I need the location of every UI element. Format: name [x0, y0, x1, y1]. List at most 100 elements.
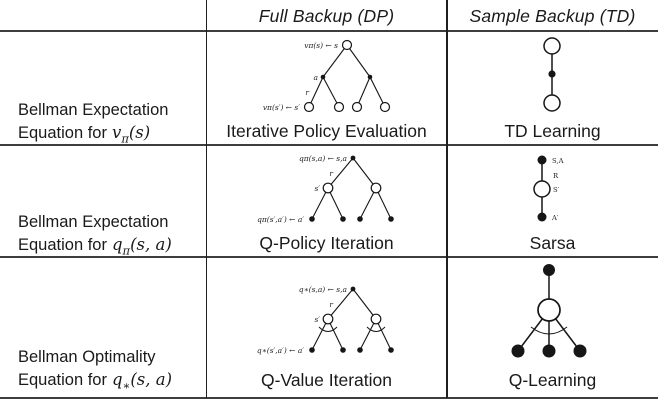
- state-label: s′: [314, 315, 320, 324]
- sarsa-backup-diagram: S,A R S′ A′: [533, 155, 564, 222]
- caption-sarsa: Sarsa: [529, 233, 576, 253]
- state-node: [543, 37, 561, 55]
- max-arc: [318, 326, 338, 332]
- qstar-tree-backup-diagram: q∗(s,a) ← s,a r s′ q∗(s′,a′) ← a′: [257, 285, 394, 355]
- column-header-sample-backup-td: Sample Backup (TD): [469, 6, 636, 26]
- action-node: [542, 344, 556, 358]
- reward-label: r: [329, 169, 333, 178]
- edge: [359, 187, 377, 220]
- edge: [308, 76, 324, 108]
- edge: [322, 76, 340, 108]
- caption-q-learning: Q-Learning: [508, 370, 597, 390]
- state-node: [543, 94, 561, 112]
- action-node: [350, 286, 356, 292]
- action-node: [511, 344, 525, 358]
- reward-label: R: [553, 172, 559, 180]
- action-node: [340, 347, 346, 353]
- action-node: [548, 70, 556, 78]
- math-sub: ∗: [122, 377, 131, 392]
- action-node: [320, 74, 326, 80]
- edge: [327, 157, 354, 189]
- math-v-pi-s: vπ(s): [111, 122, 151, 145]
- action-node: [340, 216, 346, 222]
- header-rule: [0, 30, 658, 33]
- math-sub: π: [122, 242, 131, 257]
- action-node: [309, 216, 315, 222]
- edge: [311, 187, 329, 220]
- action-node: [357, 347, 363, 353]
- caption-q-policy-iteration: Q-Policy Iteration: [259, 233, 394, 253]
- action-node: [573, 344, 587, 358]
- state-node: [322, 313, 334, 325]
- state-node: [533, 180, 551, 198]
- max-arc: [366, 326, 386, 332]
- row-label-line1: Bellman Expectation: [18, 213, 169, 231]
- row1-bottom-rule: [0, 144, 658, 147]
- qstar-root-label: q∗(s,a) ← s,a: [299, 285, 347, 294]
- v-leaf-label: vπ(s′) ← s′: [263, 103, 300, 112]
- column-divider-left: [205, 0, 207, 398]
- column-divider-right: [446, 0, 448, 398]
- edge: [352, 157, 377, 189]
- row2-bottom-rule: [0, 256, 658, 259]
- caption-q-value-iteration: Q-Value Iteration: [261, 370, 392, 390]
- action-node: [537, 155, 547, 165]
- qstar-leaf-label: q∗(s′,a′) ← a′: [257, 346, 304, 355]
- q-learning-backup-diagram: [511, 264, 587, 358]
- caption-td-learning: TD Learning: [504, 121, 601, 141]
- math-base: v: [111, 122, 122, 142]
- edge: [322, 44, 348, 78]
- table-bottom-rule: [0, 396, 658, 399]
- action-node: [388, 347, 394, 353]
- row-label-line1: Bellman Optimality: [18, 348, 156, 366]
- q-root-label: qπ(s,a) ← s,a: [299, 154, 347, 163]
- action-node: [367, 74, 373, 80]
- v-root-label: vπ(s) ← s: [304, 41, 338, 50]
- math-args: (s): [128, 122, 151, 142]
- action-node: [388, 216, 394, 222]
- math-sub: π: [121, 130, 129, 145]
- edge: [356, 76, 371, 108]
- math-args: (s, a): [130, 369, 173, 389]
- td-backup-diagram: [543, 37, 561, 112]
- edge: [375, 187, 392, 220]
- action-node: [309, 347, 315, 353]
- q-leaf-label: qπ(s′,a′) ← a′: [257, 215, 304, 224]
- action-label: A′: [551, 214, 559, 222]
- math-base: q: [111, 369, 123, 389]
- edge: [346, 44, 371, 78]
- state-node: [370, 313, 382, 325]
- column-header-full-backup-dp: Full Backup (DP): [258, 6, 395, 26]
- edge: [327, 187, 344, 220]
- reward-label: r: [329, 300, 333, 309]
- state-node: [322, 182, 334, 194]
- state-label: S′: [553, 186, 560, 194]
- row-label-line1: Bellman Expectation: [18, 101, 169, 119]
- sa-label: S,A: [552, 157, 564, 165]
- equation-for-text: Equation for: [18, 123, 107, 142]
- equation-for-text: Equation for: [18, 235, 107, 254]
- edge: [327, 288, 354, 320]
- action-label: a: [314, 73, 318, 82]
- edge: [311, 318, 329, 351]
- edge: [359, 318, 377, 351]
- edge: [369, 76, 386, 108]
- edge: [327, 318, 344, 351]
- math-base: q: [111, 234, 123, 254]
- math-args: (s, a): [130, 234, 172, 254]
- state-label: s′: [314, 184, 320, 193]
- state-node: [379, 101, 391, 113]
- edge: [352, 288, 377, 320]
- max-arc: [530, 326, 568, 335]
- action-node: [350, 155, 356, 161]
- math-q-pi-sa: qπ(s, a): [111, 234, 172, 257]
- q-tree-backup-diagram: qπ(s,a) ← s,a r s′ qπ(s′,a′) ← a′: [257, 154, 394, 224]
